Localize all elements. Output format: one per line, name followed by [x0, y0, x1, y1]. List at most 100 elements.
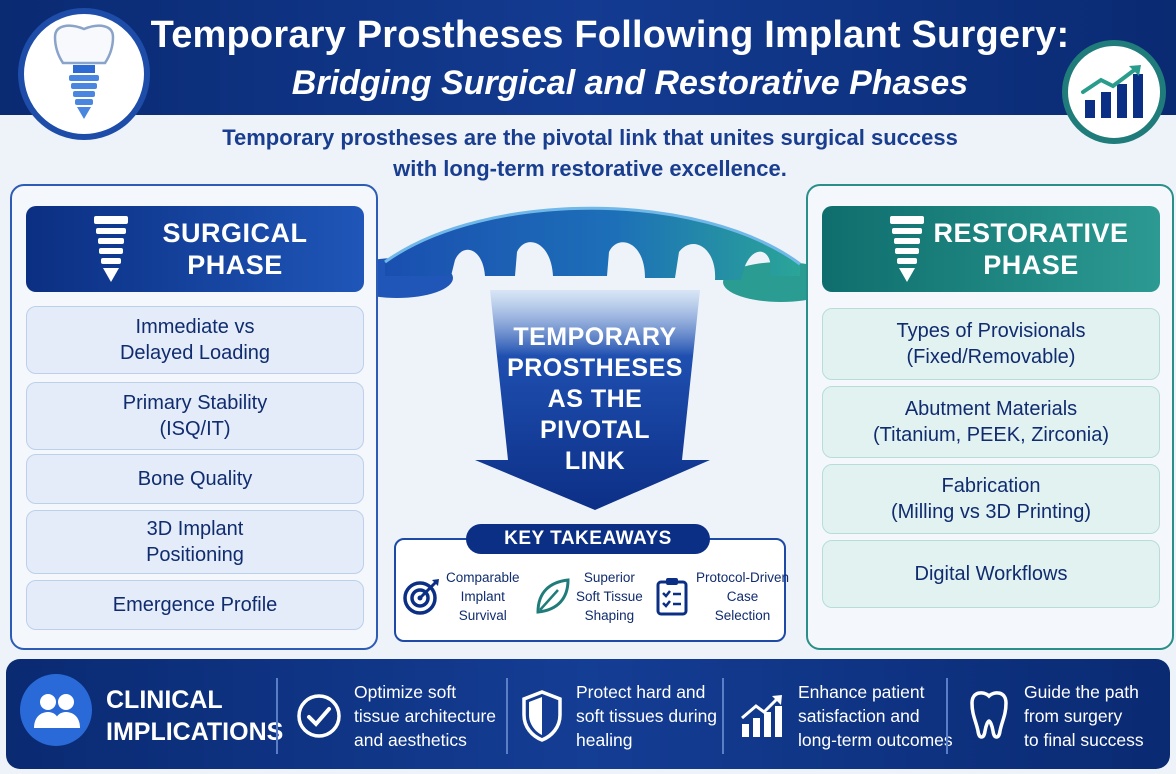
surgical-item: Bone Quality — [26, 454, 364, 504]
clinical-item: Optimize soft tissue architecture and ae… — [296, 676, 496, 756]
takeaway-line: Selection — [714, 607, 771, 623]
takeaway-line: Implant — [460, 588, 505, 604]
takeaway-item: Protocol-Driven Case Selection — [652, 566, 789, 626]
clinical-line: to final success — [1024, 730, 1144, 750]
clinical-line: Guide the path — [1024, 682, 1139, 702]
surgical-item: Primary Stability (ISQ/IT) — [26, 382, 364, 450]
takeaway-label: Superior Soft Tissue Shaping — [576, 568, 643, 625]
item-line: (ISQ/IT) — [159, 418, 231, 440]
clinical-implications-bar — [6, 659, 1170, 769]
restorative-item: Fabrication(Milling vs 3D Printing) — [822, 464, 1160, 534]
people-icon — [20, 674, 92, 746]
checklist-icon — [656, 578, 688, 616]
item-line: (Titanium, PEEK, Zirconia) — [873, 424, 1109, 446]
item-line: Bone Quality — [137, 468, 253, 490]
takeaway-line: Case — [726, 588, 759, 604]
takeaway-line: Survival — [458, 607, 507, 623]
key-takeaways-title: KEY TAKEAWAYS — [466, 524, 710, 554]
center-arrow-label: TEMPORARY PROSTHESES AS THE PIVOTAL LINK — [500, 322, 690, 477]
clinical-line: Optimize soft — [354, 682, 457, 702]
surgical-item: Immediate vs Delayed Loading — [26, 306, 364, 374]
clinical-line: satisfaction and — [798, 706, 920, 726]
clinical-line: from surgery — [1024, 706, 1123, 726]
clinical-item: Guide the path from surgery to final suc… — [966, 676, 1144, 756]
shield-icon — [522, 690, 562, 742]
clinical-line: and aesthetics — [354, 730, 467, 750]
item-line: Emergence Profile — [112, 594, 278, 616]
clinical-item-label: Enhance patient satisfaction and long-te… — [798, 680, 953, 752]
clinical-item-label: Protect hard and soft tissues during hea… — [576, 680, 717, 752]
divider — [506, 678, 508, 754]
tooth-icon — [970, 691, 1008, 739]
takeaway-line: Shaping — [584, 607, 635, 623]
item-line: Positioning — [146, 544, 244, 566]
center-arrow — [475, 290, 710, 510]
item-line: (Milling vs 3D Printing) — [890, 501, 1092, 523]
item-line: Abutment Materials — [904, 398, 1078, 420]
center-line: PROSTHESES — [507, 354, 683, 382]
page-title: Temporary Prostheses Following Implant S… — [150, 14, 1070, 56]
surgical-title-line: PHASE — [187, 250, 283, 280]
header-banner — [0, 0, 1176, 115]
restorative-item: Digital Workflows — [822, 540, 1160, 608]
intro-statement: Temporary prostheses are the pivotal lin… — [160, 122, 1020, 184]
growth-chart-icon — [1081, 65, 1143, 118]
item-line: Digital Workflows — [914, 563, 1068, 585]
center-line: PIVOTAL — [540, 416, 650, 444]
item-line: Primary Stability — [122, 392, 268, 414]
clinical-item-label: Optimize soft tissue architecture and ae… — [354, 680, 496, 752]
implant-screw-icon — [890, 216, 924, 282]
item-line: Immediate vs — [135, 316, 255, 338]
surgical-phase-panel: SURGICAL PHASE Immediate vs Delayed Loadi… — [10, 184, 378, 650]
dental-implant-badge — [18, 8, 150, 140]
restorative-phase-title: RESTORATIVE PHASE — [932, 217, 1160, 281]
target-icon — [403, 579, 439, 615]
clinical-implications-title: CLINICAL IMPLICATIONS — [106, 684, 284, 748]
clinical-line: tissue architecture — [354, 706, 497, 726]
check-circle-icon — [297, 694, 341, 738]
restorative-item: Abutment Materials (Titanium, PEEK, Zirco… — [822, 386, 1160, 458]
clinical-line: long-term outcomes — [798, 730, 953, 750]
restorative-phase-panel: RESTORATIVE PHASE Types of Provisionals (… — [806, 184, 1174, 650]
surgical-phase-title: SURGICAL PHASE — [136, 217, 364, 281]
restorative-title-line: RESTORATIVE — [933, 218, 1129, 248]
clinical-item: Protect hard and soft tissues during hea… — [520, 676, 717, 756]
center-line: AS THE — [547, 385, 643, 413]
item-line: Delayed Loading — [119, 342, 271, 364]
dental-implant-icon — [53, 24, 115, 119]
restorative-phase-header: RESTORATIVE PHASE — [822, 206, 1160, 292]
page-subtitle: Bridging Surgical and Restorative Phases — [291, 64, 969, 102]
takeaway-line: Comparable — [446, 569, 520, 585]
takeaway-line: Soft Tissue — [576, 588, 643, 604]
takeaway-line: Superior — [583, 569, 635, 585]
divider — [276, 678, 278, 754]
item-line: (Fixed/Removable) — [906, 346, 1076, 368]
implant-screw-icon — [94, 216, 128, 282]
intro-line-1: Temporary prostheses are the pivotal lin… — [222, 125, 958, 150]
clinical-line: soft tissues during — [576, 706, 718, 726]
restorative-title-line: PHASE — [983, 250, 1079, 280]
clinical-line: healing — [576, 730, 633, 750]
clinical-item-label: Guide the path from surgery to final suc… — [1024, 680, 1144, 752]
clinical-title-line: CLINICAL — [106, 686, 223, 714]
takeaway-label: Protocol-Driven Case Selection — [696, 568, 789, 625]
clinical-line: Protect hard and — [576, 682, 706, 702]
takeaway-line: Protocol-Driven — [696, 569, 790, 585]
clinical-item: Enhance patient satisfaction and long-te… — [738, 676, 953, 756]
trend-up-icon — [741, 695, 782, 737]
surgical-item: Emergence Profile — [26, 580, 364, 630]
clinical-line: Enhance patient — [798, 682, 925, 702]
takeaway-item: Superior Soft Tissue Shaping — [532, 566, 643, 626]
restorative-item: Types of Provisionals (Fixed/Removable) — [822, 308, 1160, 380]
takeaway-item: Comparable Implant Survival — [402, 566, 520, 626]
center-line: TEMPORARY — [513, 323, 677, 351]
takeaway-label: Comparable Implant Survival — [446, 568, 520, 625]
item-line: Types of Provisionals — [896, 320, 1086, 342]
center-line: LINK — [564, 447, 626, 475]
clinical-title-line: IMPLICATIONS — [106, 718, 284, 746]
surgical-title-line: SURGICAL — [162, 218, 308, 248]
intro-line-2: with long-term restorative excellence. — [393, 156, 787, 181]
item-line: 3D Implant — [146, 518, 244, 540]
leaf-icon — [536, 578, 570, 614]
